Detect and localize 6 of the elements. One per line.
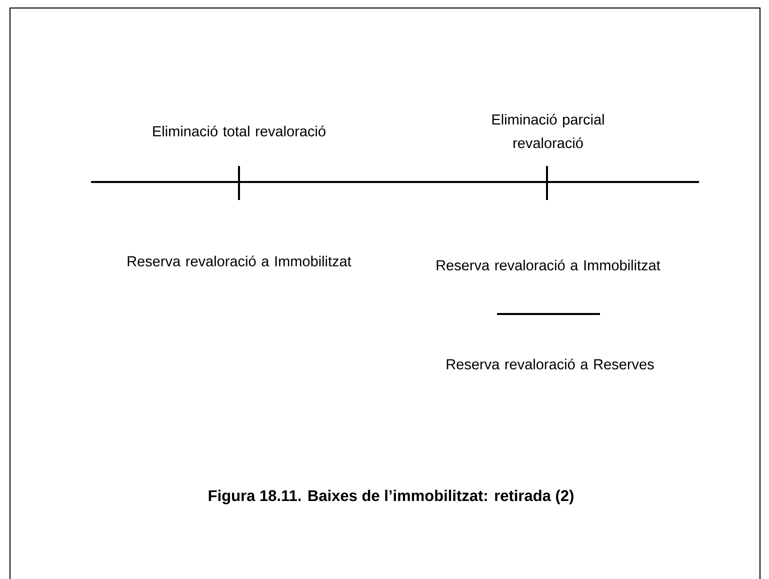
label-text: Eliminació total revaloració <box>153 126 326 136</box>
label-text: Reserva revaloració a Reserves <box>446 358 654 370</box>
label-text: Reserva revaloració a Immobilitzat <box>128 256 352 266</box>
caption: Figura 18.11. Baixes de l’immobilitzat: retirada (2) <box>208 490 574 504</box>
label-text: Reserva revaloració a Immobilitzat <box>436 260 660 270</box>
label-text: Eliminació parcial revaloració <box>492 114 604 148</box>
